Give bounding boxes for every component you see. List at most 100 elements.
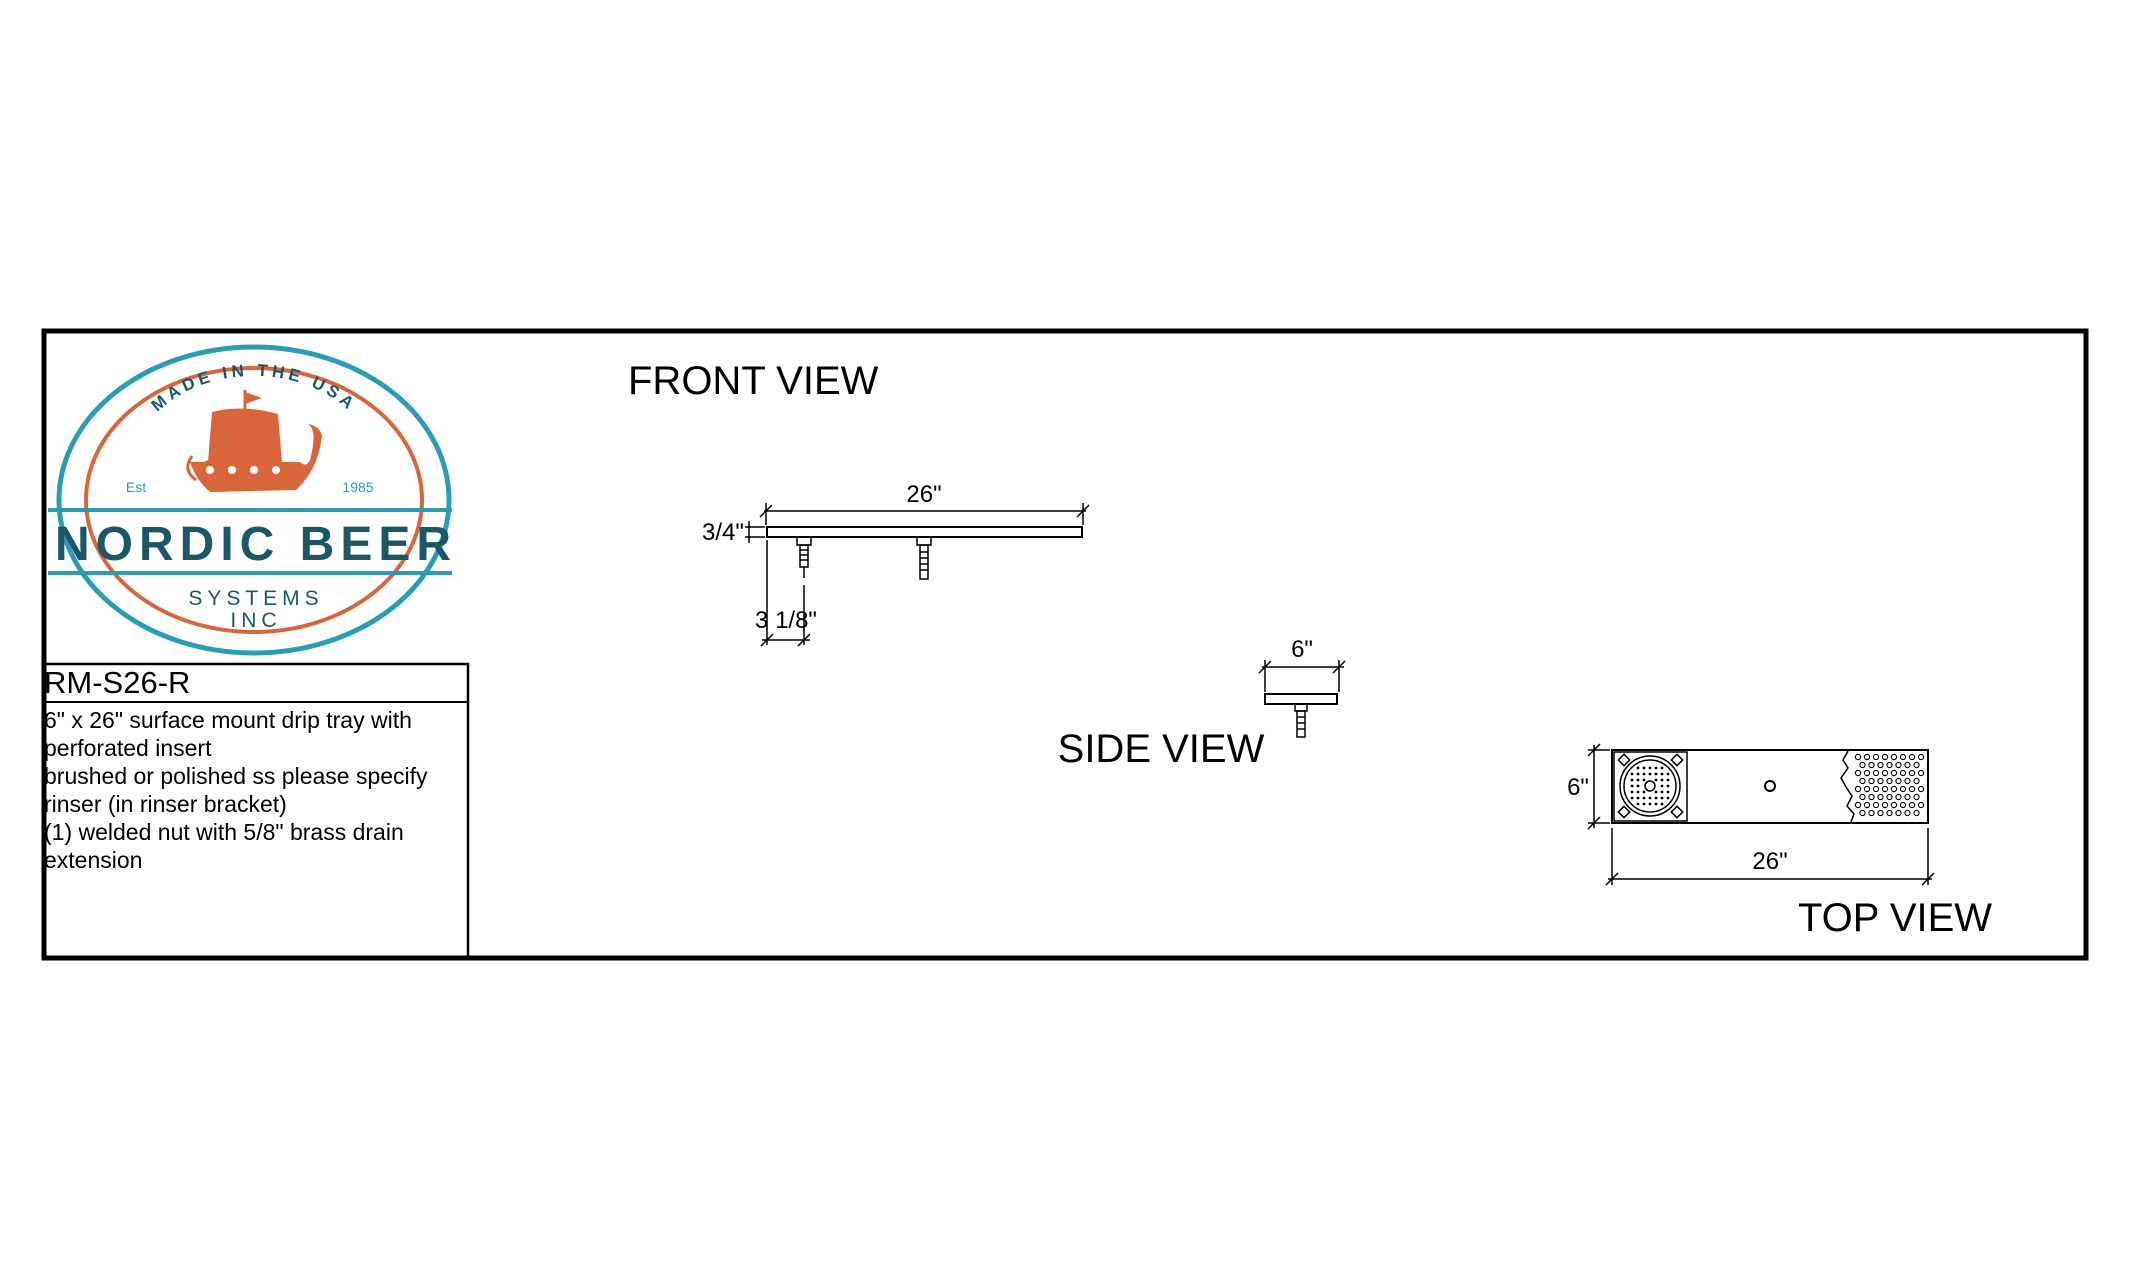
top-view: TOP VIEW 6" <box>1567 743 1992 940</box>
front-offset-dimension <box>760 540 811 647</box>
top-tray-outline <box>1611 749 1929 824</box>
perforation-hole <box>1868 793 1875 801</box>
top-drain-hole <box>1764 780 1776 792</box>
rinser-hole <box>1642 796 1646 800</box>
front-height-label: 3/4" <box>702 519 744 546</box>
top-rinser-plate <box>1613 751 1688 822</box>
perforation-hole <box>1895 809 1902 817</box>
perforation-hole <box>1886 809 1893 817</box>
rinser-hole <box>1654 766 1658 770</box>
rinser-hole <box>1636 766 1640 770</box>
logo-outer-ring <box>56 344 452 656</box>
perforation-hole <box>1917 753 1925 761</box>
top-length-label: 26" <box>1752 848 1787 875</box>
rinser-hole <box>1666 796 1670 800</box>
title-block-frame <box>41 328 2089 961</box>
perforation-hole <box>1904 809 1911 817</box>
perforation-hole <box>1908 769 1916 777</box>
perforation-hole <box>1872 785 1880 793</box>
rinser-hole <box>1636 772 1640 776</box>
perforation-hole <box>1890 753 1898 761</box>
description-line: 6" x 26" surface mount drip tray with <box>44 707 412 733</box>
perforation-hole <box>1868 761 1875 769</box>
logo-sub2: INC <box>230 609 281 632</box>
perforation-hole <box>1881 753 1889 761</box>
logo-year: 1985 <box>342 479 373 495</box>
rinser-hole <box>1660 766 1664 770</box>
company-logo: MADE IN THE USA Est 1985 NORDIC BEER SYS… <box>48 344 457 656</box>
rinser-hole <box>1636 790 1640 794</box>
perforation-hole <box>1890 801 1898 809</box>
perforation-hole <box>1881 801 1889 809</box>
front-height-dimension <box>745 521 765 543</box>
perforation-hole <box>1863 769 1871 777</box>
logo-sub1: SYSTEMS <box>188 587 323 610</box>
rinser-hole <box>1642 802 1646 806</box>
rinser-hole <box>1654 790 1658 794</box>
perforation-hole <box>1868 777 1875 785</box>
perforation-hole <box>1899 785 1907 793</box>
rinser-hole <box>1636 796 1640 800</box>
side-view: SIDE VIEW 6" <box>1058 636 1346 771</box>
rinser-hole <box>1630 778 1634 782</box>
logo-brand-name: NORDIC BEER <box>55 518 457 571</box>
side-width-label: 6" <box>1291 636 1313 663</box>
front-offset-label: 3 1/8" <box>755 607 817 634</box>
perforation-hole <box>1913 793 1920 801</box>
side-width-dimension <box>1258 660 1346 692</box>
perforation-hole <box>1872 769 1880 777</box>
perforation-hole <box>1863 801 1871 809</box>
perforation-hole <box>1863 785 1871 793</box>
front-tray-body <box>766 526 1083 538</box>
part-info-box <box>42 662 470 960</box>
perforation-hole <box>1877 761 1884 769</box>
perforation-hole <box>1895 761 1902 769</box>
rinser-hole <box>1648 796 1652 800</box>
top-perforation-boundary <box>1840 750 1855 823</box>
front-rinser-fitting <box>796 536 812 578</box>
part-description: 6" x 26" surface mount drip tray with pe… <box>44 706 464 874</box>
rinser-hole <box>1666 784 1670 788</box>
rinser-hole <box>1630 796 1634 800</box>
perforation-hole <box>1908 753 1916 761</box>
rinser-hole <box>1660 802 1664 806</box>
front-view: FRONT VIEW 26" <box>628 359 1090 647</box>
rinser-hole <box>1666 778 1670 782</box>
perforation-hole <box>1863 753 1871 761</box>
description-line: (1) welded nut with 5/8" brass drain <box>44 819 404 845</box>
perforation-hole <box>1859 809 1866 817</box>
perforation-hole <box>1886 793 1893 801</box>
rinser-hole <box>1630 772 1634 776</box>
perforation-hole <box>1854 769 1862 777</box>
rinser-hole <box>1642 766 1646 770</box>
front-drain-fitting <box>916 536 932 580</box>
top-width-dimension <box>1587 743 1610 830</box>
top-view-title: TOP VIEW <box>1798 896 1992 940</box>
perforation-hole <box>1868 809 1875 817</box>
side-tray-body <box>1264 693 1338 705</box>
rinser-hole <box>1636 802 1640 806</box>
perforation-hole <box>1895 777 1902 785</box>
perforation-hole <box>1872 753 1880 761</box>
rinser-hole <box>1666 790 1670 794</box>
rinser-hole <box>1660 778 1664 782</box>
rinser-hole <box>1654 802 1658 806</box>
perforation-hole <box>1854 801 1862 809</box>
perforation-hole <box>1886 777 1893 785</box>
rinser-hole <box>1660 796 1664 800</box>
description-line: extension <box>44 847 143 873</box>
front-length-label: 26" <box>906 481 941 508</box>
perforation-hole <box>1899 801 1907 809</box>
perforation-hole <box>1859 793 1866 801</box>
perforation-hole <box>1881 769 1889 777</box>
perforation-hole <box>1908 801 1916 809</box>
perforation-hole <box>1917 801 1925 809</box>
top-length-dimension <box>1605 828 1935 886</box>
perforation-hole <box>1877 793 1884 801</box>
rinser-hole <box>1642 772 1646 776</box>
rinser-hole <box>1660 790 1664 794</box>
perforation-hole <box>1886 761 1893 769</box>
viking-ship-icon <box>186 390 322 492</box>
logo-inner-ring <box>84 366 424 634</box>
